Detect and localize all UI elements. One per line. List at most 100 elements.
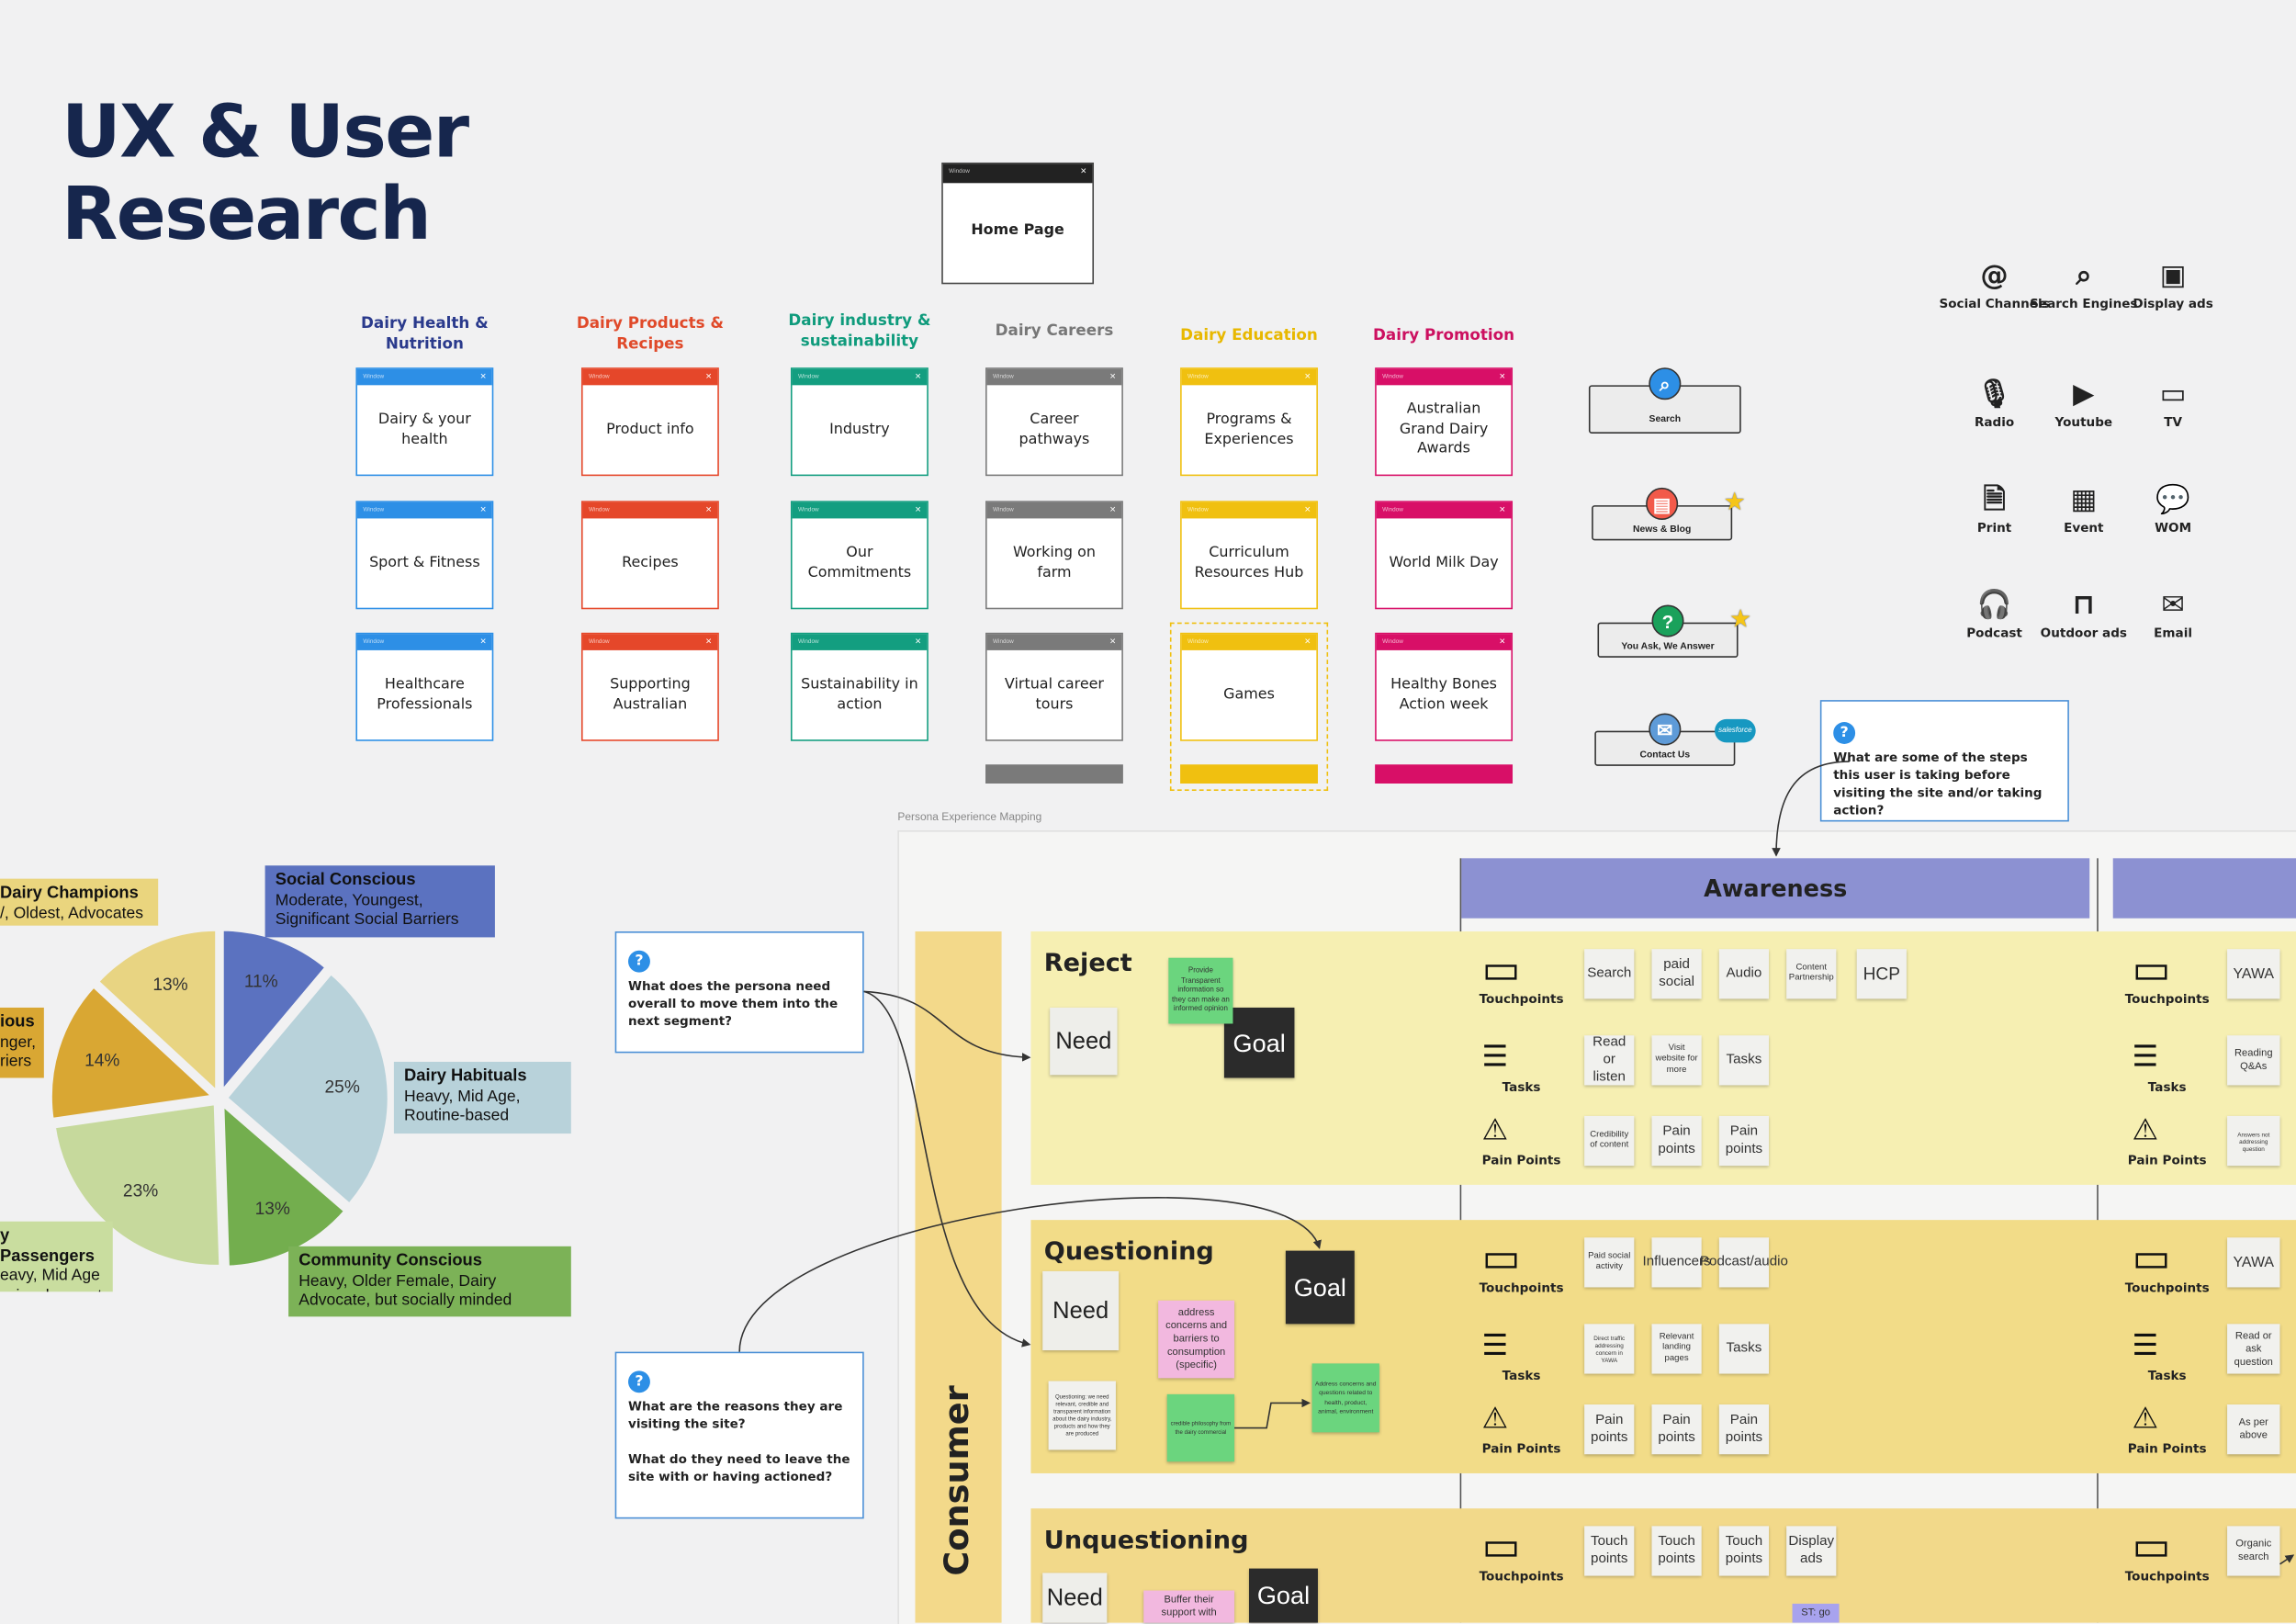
channel-label: Search Engines [2030, 297, 2138, 312]
channel-label: Email [2154, 626, 2192, 642]
sitemap-page-label: Healthy Bones Action week [1390, 676, 1497, 713]
image-icon: ▣ [2159, 259, 2187, 292]
sticky-note-pink: address concerns and barriers to consump… [1158, 1300, 1235, 1379]
sitemap-page-node[interactable]: Industry [790, 367, 929, 477]
sitemap-column-heading: Dairy Promotion [1373, 326, 1515, 344]
row-label-tasks: Tasks [1502, 1369, 1541, 1384]
sitemap-page-node[interactable]: Product info [580, 367, 719, 477]
sitemap-page-node-partial[interactable] [1375, 764, 1514, 784]
consumer-label-wrap: Consumer [916, 1385, 1002, 1620]
sitemap-page-label: Curriculum Resources Hub [1194, 545, 1304, 581]
sitemap-page-node[interactable]: Programs & Experiences [1180, 367, 1318, 477]
sticky-note-touch: Audio [1718, 949, 1770, 999]
list-icon: ☰ [1481, 1329, 1509, 1362]
persona-legend-title: Dairy Champions [0, 885, 139, 903]
sitemap-page-node[interactable]: Career pathways [985, 367, 1123, 477]
sitemap-page-node[interactable]: World Milk Day [1375, 501, 1514, 610]
sitemap-page-label: Australian Grand Dairy Awards [1399, 401, 1489, 457]
document-icon: 🗎 [1983, 483, 2006, 516]
sticky-note-touch: Search [1584, 949, 1635, 999]
persona-legend-title: Dairy Habituals [404, 1067, 527, 1086]
sticky-note-pains: Credibility of content [1584, 1115, 1635, 1167]
sticky-note-pains: Pain points [1651, 1115, 1702, 1167]
sitemap-page-node[interactable]: Virtual career tours [985, 632, 1123, 741]
sticky-note-touch: Content Partnership [1786, 949, 1837, 999]
channel-play: ▶Youtube [2025, 377, 2143, 433]
sitemap-page-node[interactable]: Sport & Fitness [355, 501, 494, 610]
sitemap-page-node[interactable]: Recipes [580, 501, 719, 610]
sticky-note-green: Provide Transparent information so they … [1168, 957, 1233, 1024]
row-label-touchpoints: Touchpoints [1479, 1281, 1564, 1297]
sitemap-page-node[interactable]: Games [1180, 632, 1318, 741]
channel-image: ▣Display ads [2114, 258, 2232, 314]
sitemap-page-node-partial[interactable] [985, 764, 1123, 784]
channel-label: Radio [1974, 415, 2015, 431]
sitemap-page-node-partial[interactable] [1180, 764, 1318, 784]
persona-legend-desc: Moderate, Youngest, Significant Social B… [275, 891, 459, 929]
sitemap-page-label: World Milk Day [1389, 554, 1499, 571]
warning-icon: ⚠ [1481, 1403, 1509, 1436]
persona-pie-chart [48, 926, 392, 1270]
persona-legend-desc: Heavy, Older Female, Dairy Advocate, but… [298, 1271, 512, 1310]
question-icon: ? [1833, 722, 1856, 744]
sitemap-page-node[interactable]: Healthy Bones Action week [1375, 632, 1514, 741]
row-label-tasks: Tasks [1502, 1080, 1541, 1096]
sitemap-column-heading: Dairy Products & Recipes [576, 314, 725, 354]
sitemap-page-node[interactable]: Our Commitments [790, 501, 929, 610]
channel-microphone: 🎙Radio [1936, 377, 2054, 433]
row-label-touchpoints: Touchpoints [2124, 993, 2210, 1008]
sticky-note-next-stage: YAWA [2227, 1237, 2280, 1288]
sitemap-page-label: Sport & Fitness [369, 554, 480, 571]
sitemap-page-label: Industry [829, 421, 890, 438]
sitemap-page-node[interactable]: Healthcare Professionals [355, 632, 494, 741]
question-steps-box: ? What are some of the steps this user i… [1819, 700, 2069, 822]
selection-outline [1169, 622, 1329, 791]
channel-label: Print [1976, 521, 2012, 536]
sticky-note-tasks: Direct traffic addressing concern in YAW… [1584, 1324, 1635, 1374]
sticky-note-touch: Touch points [1718, 1526, 1770, 1576]
list-icon: ☰ [2132, 1041, 2159, 1074]
need-note: Need [1042, 1270, 1120, 1351]
need-note: Need [1042, 1573, 1108, 1623]
channel-at: @Social Channels [1936, 258, 2054, 314]
sticky-note-touch: Display ads [1786, 1526, 1837, 1576]
stage-header-awareness: Awareness [1461, 858, 2090, 919]
sticky-note-touch: Podcast/audio [1700, 1237, 1788, 1288]
question-reasons-text-2: What do they need to leave the site with… [627, 1452, 850, 1485]
sitemap-column-heading: Dairy Health & Nutrition [361, 314, 489, 354]
sticky-note-touch: Influencers [1643, 1237, 1711, 1288]
calendar-icon: ▦ [2070, 483, 2098, 516]
channel-search: ⌕Search Engines [2025, 258, 2143, 314]
sticky-note-next-stage: Read or ask question [2227, 1324, 2280, 1374]
sitemap-column-heading: Dairy Careers [995, 321, 1114, 340]
pie-slice [219, 926, 331, 1100]
sitemap-page-node[interactable]: Sustainability in action [790, 632, 929, 741]
persona-legend-title: ious [0, 1013, 35, 1032]
star-icon: ★ [1723, 487, 1746, 516]
sticky-note-pains: Pain points [1651, 1404, 1702, 1455]
goal-note: Goal [1223, 1007, 1295, 1078]
sitemap-page-node[interactable]: Australian Grand Dairy Awards [1375, 367, 1514, 477]
row-label-touchpoints: Touchpoints [2124, 1570, 2210, 1585]
sticky-note-next-stage: Answers not addressing question [2227, 1115, 2280, 1167]
speech-bubbles-icon: 💬 [2155, 483, 2190, 516]
sitemap-page-node[interactable]: Supporting Australian [580, 632, 719, 741]
channel-label: TV [2164, 415, 2182, 431]
sitemap-page-label: Sustainability in action [801, 676, 918, 713]
sitemap-page-node[interactable]: Curriculum Resources Hub [1180, 501, 1318, 610]
sitemap-page-node[interactable]: Working on farm [985, 501, 1123, 610]
row-label-pain: Pain Points [2127, 1442, 2207, 1458]
sitemap-page-label: Dairy & your health [377, 412, 471, 448]
channel-headphones: 🎧Podcast [1936, 587, 2054, 643]
feature-label: Contact Us [1639, 750, 1691, 761]
home-page-node[interactable]: Home Page [941, 162, 1095, 285]
sitemap-page-node[interactable]: Dairy & your health [355, 367, 494, 477]
pie-slice-label: 23% [122, 1180, 159, 1201]
sticky-note-tasks: Visit website for more [1651, 1035, 1702, 1086]
question-icon: ? [1651, 604, 1684, 637]
feature-label: Search [1649, 414, 1682, 425]
channel-calendar: ▦Event [2025, 482, 2143, 538]
pie-slice-label: 11% [243, 971, 278, 992]
